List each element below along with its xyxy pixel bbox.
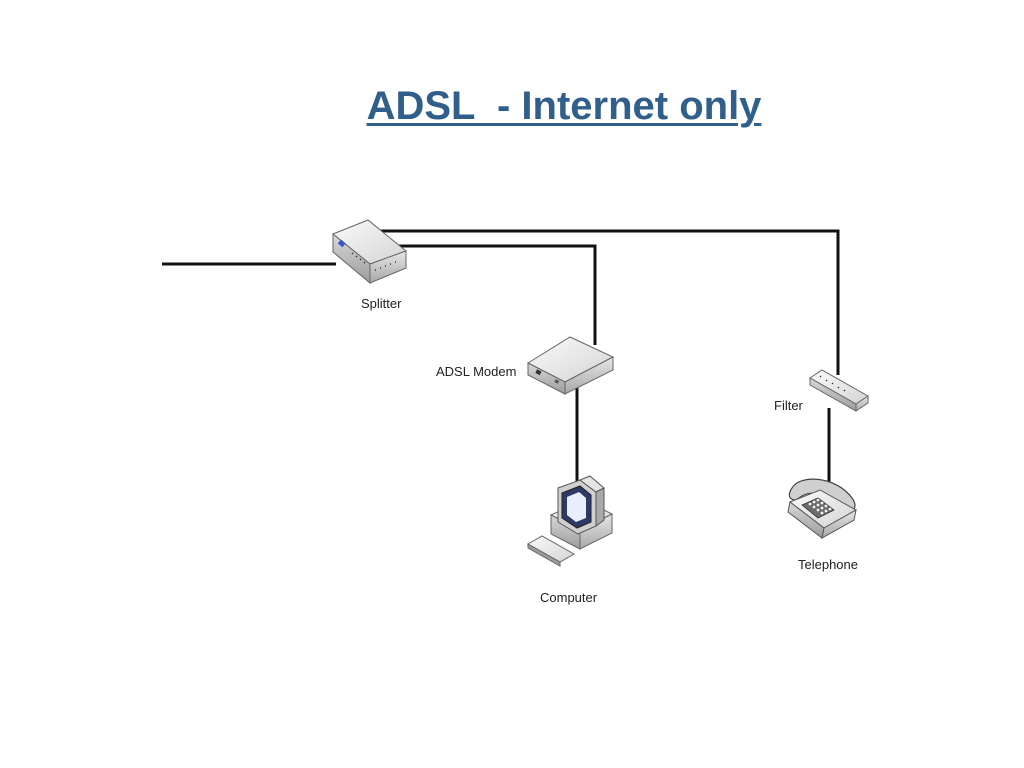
telephone-label: Telephone	[798, 557, 858, 572]
slide-title: ADSL - Internet only	[366, 84, 762, 128]
telephone-icon	[787, 478, 858, 539]
splitter-to-filter-line	[368, 229, 840, 375]
splitter-label: Splitter	[361, 296, 402, 311]
modem-label: ADSL Modem	[436, 364, 517, 379]
splitter-icon	[332, 219, 407, 285]
filter-icon	[809, 369, 869, 412]
filter-label: Filter	[774, 398, 803, 413]
splitter-to-modem-line	[395, 244, 597, 345]
computer-icon	[526, 475, 614, 567]
computer-label: Computer	[540, 590, 598, 605]
connections	[162, 229, 840, 490]
modem-icon	[526, 336, 615, 395]
